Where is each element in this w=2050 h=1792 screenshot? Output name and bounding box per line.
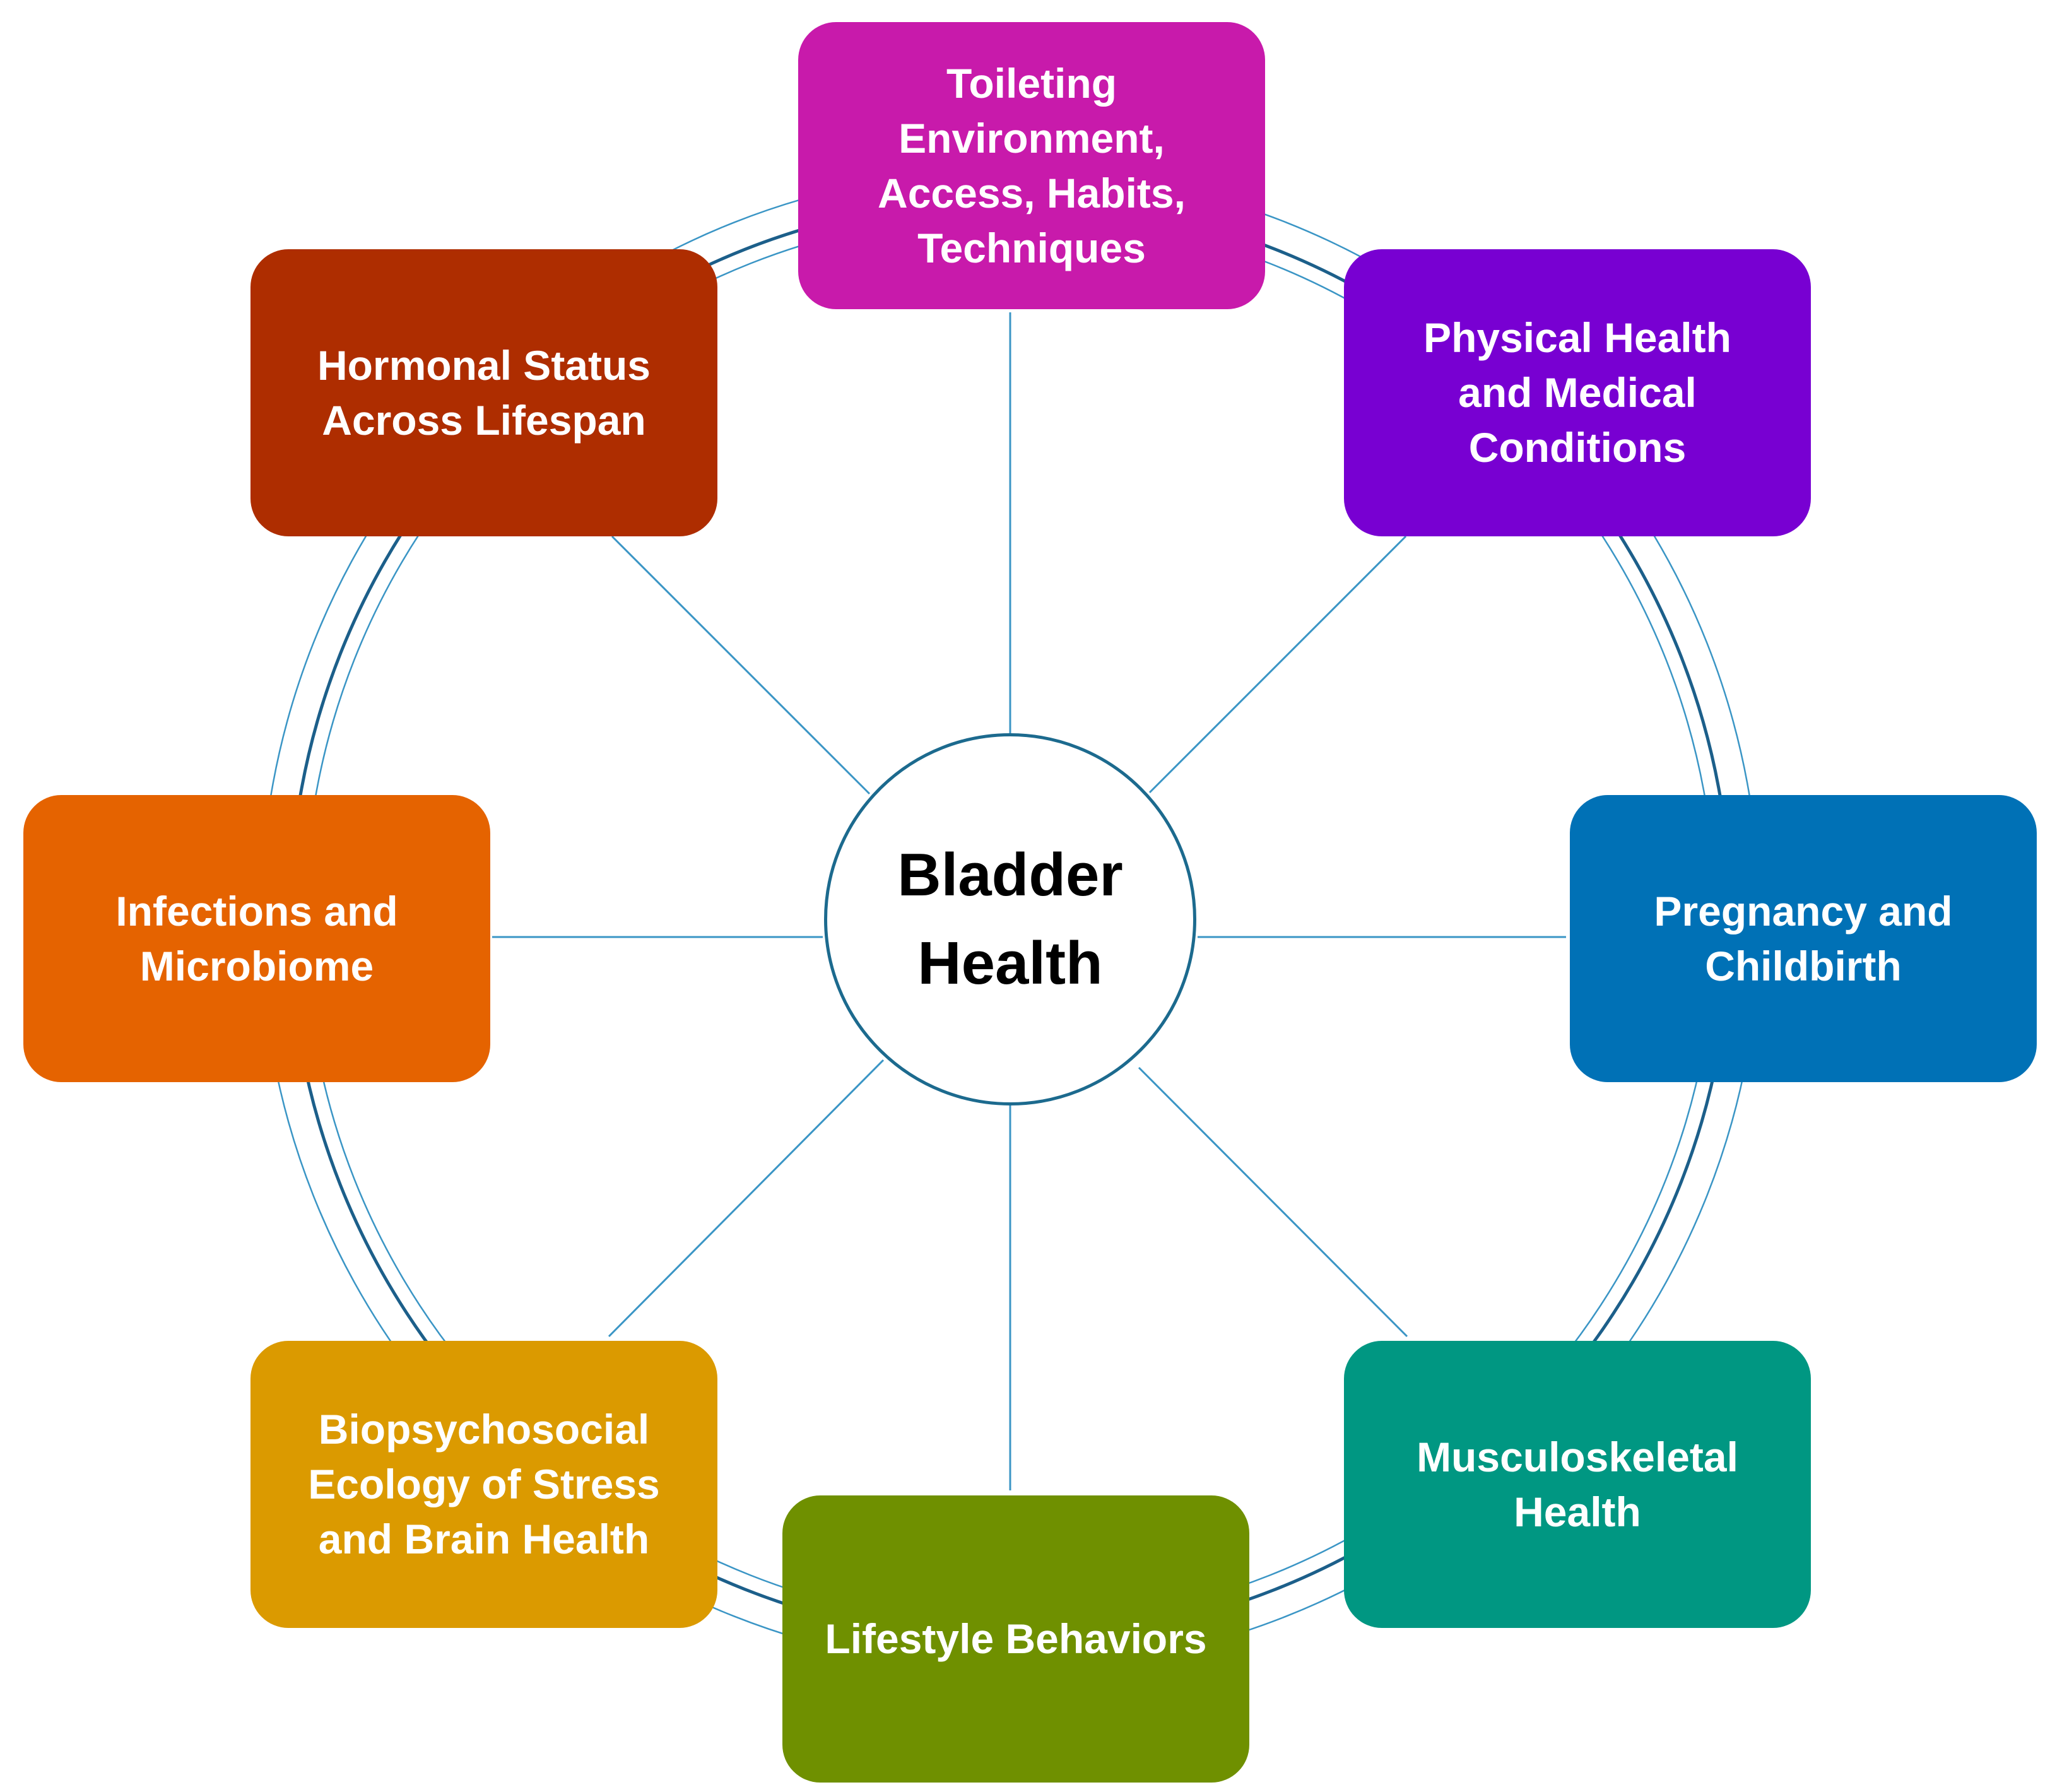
node-pregnancy-label: Pregnancy and Childbirth: [1654, 887, 1953, 989]
node-hormonal-label: Hormonal Status Across Lifespan: [317, 341, 651, 444]
spoke-physical-health: [1148, 535, 1407, 794]
node-hormonal: Hormonal Status Across Lifespan: [250, 249, 717, 536]
node-infections-label: Infections and Microbiome: [115, 887, 398, 989]
node-lifestyle: Lifestyle Behaviors: [782, 1495, 1249, 1783]
node-pregnancy: Pregnancy and Childbirth: [1570, 795, 2037, 1082]
center-circle: Bladder Health: [824, 733, 1196, 1105]
node-toileting-label: Toileting Environment, Access, Habits, T…: [878, 59, 1186, 271]
node-toileting: Toileting Environment, Access, Habits, T…: [798, 22, 1265, 309]
node-biopsychosocial-label: Biopsychosocial Ecology of Stress and Br…: [308, 1406, 660, 1562]
spoke-musculoskeletal: [1138, 1066, 1408, 1338]
spoke-biopsychosocial: [608, 1059, 885, 1338]
node-physical-health-label: Physical Health and Medical Conditions: [1423, 314, 1731, 471]
node-physical-health: Physical Health and Medical Conditions: [1344, 249, 1811, 536]
node-musculoskeletal: Musculoskeletal Health: [1344, 1341, 1811, 1628]
node-biopsychosocial: Biopsychosocial Ecology of Stress and Br…: [250, 1341, 717, 1628]
center-label: Bladder Health: [897, 841, 1123, 997]
node-musculoskeletal-label: Musculoskeletal Health: [1417, 1433, 1738, 1535]
node-lifestyle-label: Lifestyle Behaviors: [825, 1615, 1207, 1662]
node-infections: Infections and Microbiome: [23, 795, 490, 1082]
spoke-hormonal: [611, 535, 871, 795]
